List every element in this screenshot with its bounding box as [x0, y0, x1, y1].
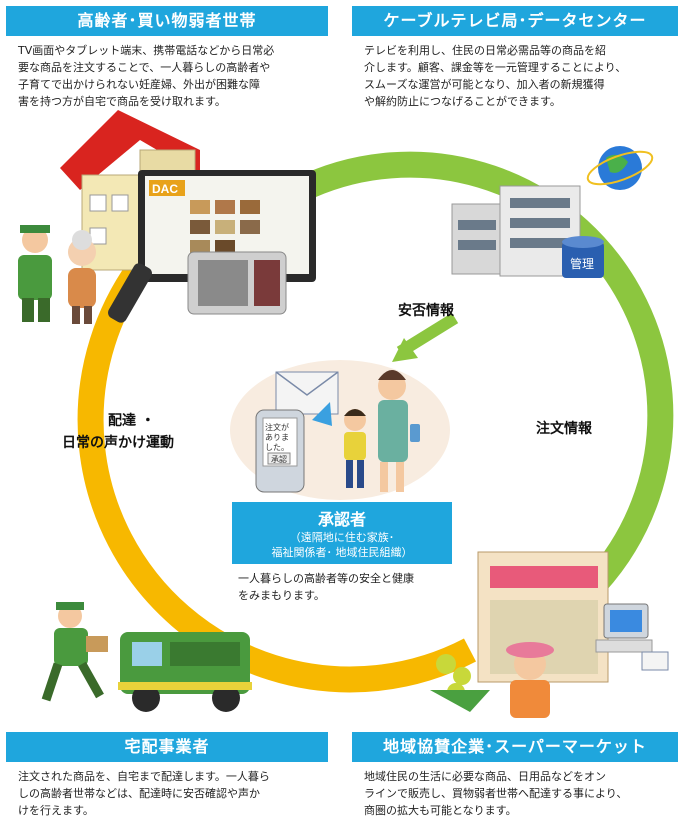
top-left-line: 害を持つ方が自宅で商品を受け取れます。 [18, 95, 226, 108]
top-right-line: や解約防止につなげることができます。 [364, 95, 561, 108]
bottom-left-banner: 宅配事業者 [6, 732, 328, 762]
bottom-left-line: 注文された商品を、自宅まで配達します。一人暮ら [18, 770, 270, 783]
top-right-description: テレビを利用し、住民の日常必需品等の商品を紹 介します。顧客、課金等を一元管理す… [364, 42, 680, 110]
bottom-right-line: ラインで販売し、買物弱者世帯へ配達する事により、 [364, 787, 628, 800]
datacenter-illustration: 管理 [451, 185, 604, 278]
top-right-line: スムーズな運営が可能となり、加入者の新規獲得 [364, 78, 605, 91]
approver-box: 承認者 （遠隔地に住む家族･ 福祉関係者･ 地域住民組織） [232, 502, 452, 564]
approver-line: 一人暮らしの高齢者等の安全と健康 [238, 572, 414, 585]
bottom-right-banner: 地域協賛企業･スーパーマーケット [352, 732, 678, 762]
bottom-right-line: 地域住民の生活に必要な商品、日用品などをオン [364, 770, 606, 783]
order-info-label: 注文情報 [536, 421, 592, 437]
tv-logo: DAC [152, 182, 178, 196]
approver-description: 一人暮らしの高齢者等の安全と健康 をみまもります。 [238, 570, 458, 604]
top-left-description: TV画面やタブレット端末、携帯電話などから日常必 要な商品を注文することで、一人… [18, 42, 328, 110]
top-left-line: 要な商品を注文することで、一人暮らしの高齢者や [18, 61, 271, 74]
phone-line-2: ありま [265, 433, 289, 442]
elderly-and-courier-illustration [18, 225, 96, 324]
top-left-banner: 高齢者･買い物弱者世帯 [6, 6, 328, 36]
safety-arrow-head [392, 338, 418, 362]
phone-line-1: 注文が [265, 422, 289, 432]
approver-sub-1: （遠隔地に住む家族･ [289, 531, 395, 544]
top-right-line: 介します。顧客、課金等を一元管理することにより、 [364, 61, 627, 74]
approver-sub-2: 福祉関係者･ 地域住民組織） [271, 546, 413, 559]
delivery-label-1: 配達 ・ [108, 413, 155, 429]
phone-button: 承認 [271, 454, 287, 464]
top-left-line: TV画面やタブレット端末、携帯電話などから日常必 [18, 44, 275, 57]
approver-illustration: 注文が ありま した。 承認 [230, 360, 450, 500]
approver-line: をみまもります。 [238, 589, 325, 602]
server-label: 管理 [570, 256, 594, 271]
top-left-line: 子育てで出かけられない妊産婦、外出が困難な障 [18, 78, 260, 91]
bottom-right-description: 地域住民の生活に必要な商品、日用品などをオン ラインで販売し、買物弱者世帯へ配達… [364, 768, 680, 819]
ring-green-arc [294, 151, 674, 652]
bottom-left-description: 注文された商品を、自宅まで配達します。一人暮ら しの高齢者世帯などは、配達時に安… [18, 768, 328, 819]
globe-icon [586, 146, 654, 190]
top-right-banner: ケーブルテレビ局･データセンター [352, 6, 678, 36]
approver-title: 承認者 [317, 510, 366, 529]
bottom-left-line: しの高齢者世帯などは、配達時に安否確認や声か [18, 787, 260, 800]
bottom-left-line: けを行えます。 [18, 804, 94, 817]
remote-and-tablet-illustration [108, 251, 287, 323]
phone-line-3: した。 [265, 443, 289, 452]
courier-truck-illustration [41, 602, 252, 712]
supermarket-illustration [430, 551, 669, 718]
bottom-right-line: 商圏の拡大も可能となります。 [364, 804, 517, 817]
top-right-line: テレビを利用し、住民の日常必需品等の商品を紹 [364, 44, 606, 57]
delivery-label-2: 日常の声かけ運動 [62, 435, 174, 451]
safety-info-label: 安否情報 [398, 303, 454, 319]
